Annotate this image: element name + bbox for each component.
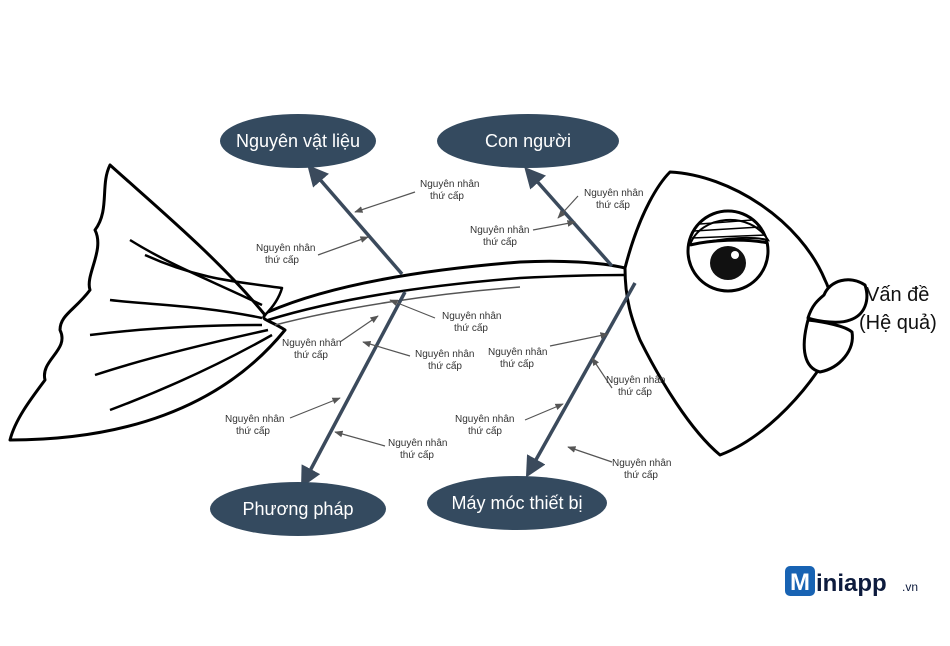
- sub-cause-4-line2: thứ cấp: [483, 236, 517, 248]
- category-machines-label: Máy móc thiết bị: [451, 493, 582, 513]
- sub-labels: Nguyên nhân thứ cấp Nguyên nhân thứ cấp …: [225, 179, 672, 481]
- sub-cause-1-line1: Nguyên nhân: [420, 179, 480, 190]
- miniapp-logo: M iniapp .vn: [785, 566, 918, 597]
- sub-cause-11-line1: Nguyên nhân: [455, 414, 515, 425]
- fish-spine: [267, 259, 626, 326]
- category-people-label: Con người: [485, 131, 571, 151]
- sub-arrow-4: [532, 220, 576, 231]
- effect-label-line1: Vấn đề: [866, 284, 929, 306]
- sub-cause-7-line1: Nguyên nhân: [415, 349, 475, 360]
- sub-arrow-6: [339, 315, 379, 343]
- sub-cause-3-line1: Nguyên nhân: [584, 188, 644, 199]
- fish-lips: [802, 278, 869, 374]
- effect-label-line2: (Hệ quả): [859, 312, 937, 334]
- fish-eye: [686, 209, 771, 293]
- sub-arrow-2: [317, 236, 369, 256]
- sub-cause-2-line1: Nguyên nhân: [256, 243, 316, 254]
- sub-arrow-13: [567, 446, 613, 463]
- logo-suffix: .vn: [902, 580, 918, 594]
- sub-cause-12-line2: thứ cấp: [618, 386, 652, 398]
- bone-people: [524, 166, 614, 268]
- category-method-label: Phương pháp: [243, 499, 354, 519]
- sub-cause-9-line2: thứ cấp: [400, 449, 434, 461]
- logo-badge-icon: [785, 566, 815, 596]
- sub-arrow-5: [389, 299, 436, 319]
- sub-cause-13-line1: Nguyên nhân: [612, 458, 672, 469]
- sub-cause-12-line1: Nguyên nhân: [606, 375, 666, 386]
- bone-machines: [525, 282, 637, 478]
- svg-text:M: M: [790, 569, 810, 596]
- sub-cause-9-line1: Nguyên nhân: [388, 438, 448, 449]
- sub-bones: [289, 191, 613, 463]
- sub-cause-13-line2: thứ cấp: [624, 469, 658, 481]
- sub-cause-2-line2: thứ cấp: [265, 254, 299, 266]
- sub-cause-8-line1: Nguyên nhân: [225, 414, 285, 425]
- sub-cause-5-line2: thứ cấp: [454, 322, 488, 334]
- bone-materials: [307, 164, 404, 276]
- sub-cause-6-line1: Nguyên nhân: [282, 338, 342, 349]
- sub-cause-10-line2: thứ cấp: [500, 358, 534, 370]
- logo-wordmark: iniapp: [816, 570, 887, 597]
- sub-arrow-9: [334, 430, 386, 447]
- category-people: Con người: [437, 114, 619, 168]
- sub-cause-7-line2: thứ cấp: [428, 360, 462, 372]
- sub-arrow-3: [557, 195, 579, 219]
- sub-arrow-11: [524, 403, 564, 421]
- sub-cause-6-line2: thứ cấp: [294, 349, 328, 361]
- category-method: Phương pháp: [210, 482, 386, 536]
- main-bones: [301, 164, 637, 488]
- sub-arrow-10: [549, 332, 609, 347]
- sub-cause-8-line2: thứ cấp: [236, 425, 270, 437]
- sub-cause-1-line2: thứ cấp: [430, 190, 464, 202]
- sub-arrow-1: [354, 191, 416, 213]
- bone-method: [301, 291, 407, 488]
- category-materials: Nguyên vật liệu: [220, 114, 376, 168]
- sub-cause-5-line1: Nguyên nhân: [442, 311, 502, 322]
- category-machines: Máy móc thiết bị: [427, 476, 607, 530]
- sub-arrow-8: [289, 397, 341, 419]
- sub-arrow-7: [362, 340, 411, 357]
- sub-cause-4-line1: Nguyên nhân: [470, 225, 530, 236]
- sub-cause-3-line2: thứ cấp: [596, 199, 630, 211]
- sub-arrow-12: [591, 357, 613, 389]
- sub-cause-11-line2: thứ cấp: [468, 425, 502, 437]
- sub-cause-10-line1: Nguyên nhân: [488, 347, 548, 358]
- category-materials-label: Nguyên vật liệu: [236, 131, 360, 151]
- fish-tail: [8, 163, 287, 442]
